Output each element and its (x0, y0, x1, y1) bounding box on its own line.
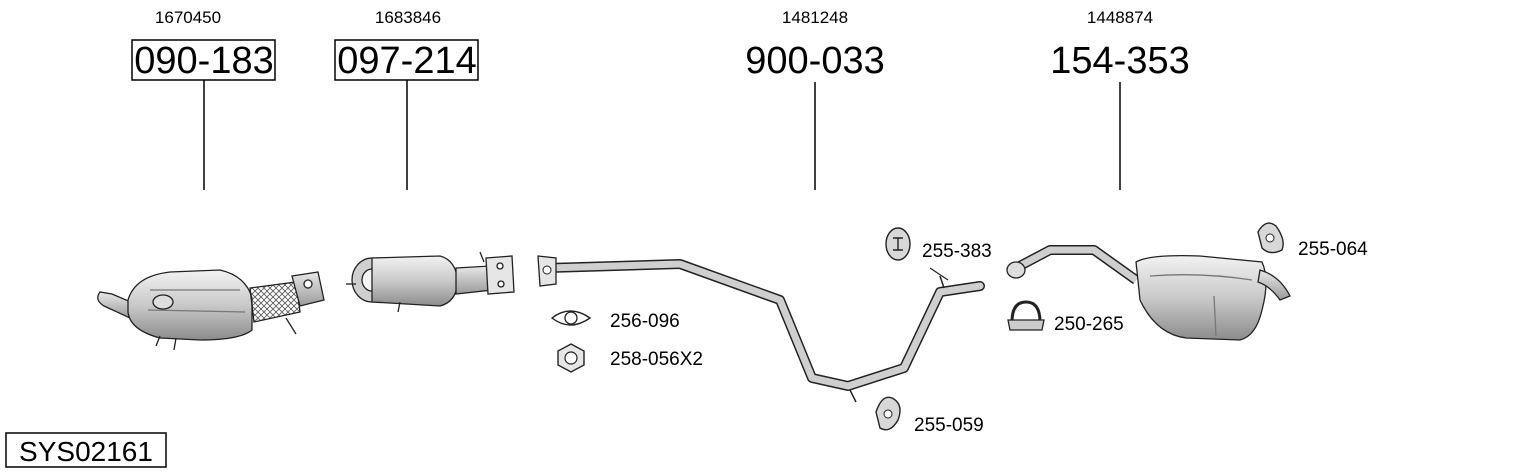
part-code-090-183: 090-183 (134, 40, 273, 82)
rear-silencer-image (1006, 245, 1291, 341)
gasket-icon (550, 310, 592, 326)
part-code-900-033: 900-033 (745, 40, 884, 82)
part-900-033[interactable]: 1481248 900-033 (537, 8, 985, 403)
label-255-383: 255-383 (922, 241, 992, 262)
part-097-214[interactable]: 1683846 097-214 (334, 8, 515, 313)
hanger-255-064[interactable]: 255-064 (1257, 222, 1368, 260)
pointer-line (929, 267, 949, 281)
hanger-hole-icon (883, 409, 893, 419)
part-090-183[interactable]: 1670450 090-183 (97, 8, 325, 351)
particulate-filter-image (346, 251, 515, 313)
intermediate-pipe-image (537, 255, 985, 403)
system-code-box (5, 432, 167, 468)
clamp-icon (1010, 300, 1042, 323)
part-code-154-353: 154-353 (1050, 40, 1189, 82)
hanger-255-383[interactable]: 255-383 (885, 227, 992, 281)
system-code-label: SYS02161 (19, 436, 153, 467)
hanger-slot-icon (893, 237, 903, 251)
oe-number-1670450: 1670450 (155, 8, 221, 27)
label-258-056x2: 258-056X2 (610, 349, 703, 370)
clamp-250-265[interactable]: 250-265 (1007, 300, 1124, 335)
part-code-097-214: 097-214 (337, 40, 476, 82)
part-154-353[interactable]: 1448874 154-353 (1006, 8, 1291, 341)
oe-number-1481248: 1481248 (782, 8, 848, 27)
oe-number-1448874: 1448874 (1087, 8, 1153, 27)
nut-hole-icon (564, 351, 578, 365)
label-256-096: 256-096 (610, 311, 680, 332)
clamp-bracket-icon (1007, 319, 1045, 331)
catalytic-converter-image (97, 269, 325, 351)
part-code-box (131, 39, 276, 81)
label-255-059: 255-059 (914, 415, 984, 436)
label-255-064: 255-064 (1298, 239, 1368, 260)
oe-number-1683846: 1683846 (375, 8, 441, 27)
nut-258-056x2[interactable]: 258-056X2 (557, 343, 703, 373)
system-code: SYS02161 (5, 432, 167, 468)
hanger-255-059[interactable]: 255-059 (875, 396, 984, 436)
part-code-box (334, 39, 479, 81)
label-250-265: 250-265 (1054, 314, 1124, 335)
gasket-hole-icon (564, 311, 578, 325)
hanger-hole-icon (1265, 233, 1275, 243)
gasket-256-096[interactable]: 256-096 (550, 310, 680, 332)
